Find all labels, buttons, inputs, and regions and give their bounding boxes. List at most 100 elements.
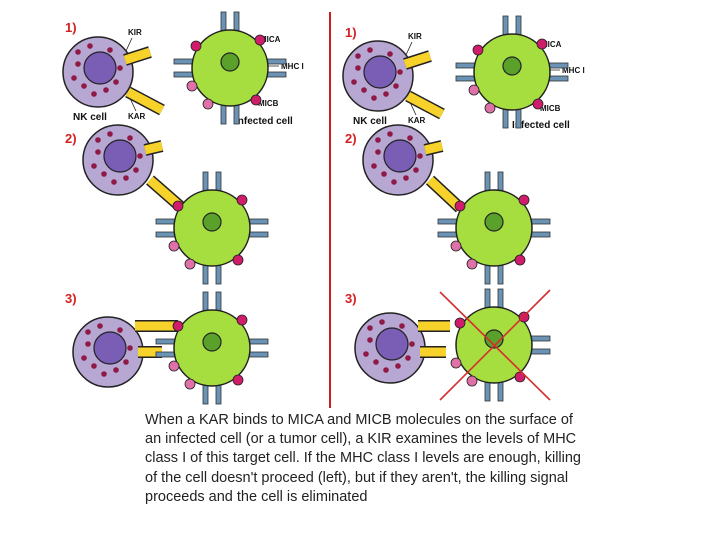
mic-molecule: [236, 194, 248, 206]
granule: [371, 163, 377, 169]
granule: [387, 51, 393, 57]
granule: [95, 137, 101, 143]
infected-cell-nucleus: [220, 52, 240, 72]
granule: [355, 53, 361, 59]
granule: [383, 367, 389, 373]
nk-cell-2r: [362, 124, 434, 196]
mic-molecule: [468, 84, 480, 96]
infected-cell-label-right: Infected cell: [512, 120, 570, 131]
nk-cell-1l: [62, 36, 134, 108]
granule: [409, 341, 415, 347]
granule: [101, 171, 107, 177]
granule: [371, 95, 377, 101]
nk-cell-label-left: NK cell: [73, 112, 107, 123]
nk-cell-2l: [82, 124, 154, 196]
mic-molecule: [186, 80, 198, 92]
granule: [75, 49, 81, 55]
granule: [91, 163, 97, 169]
granule: [123, 175, 129, 181]
nk-cell-nucleus: [93, 331, 127, 365]
nk-cell-nucleus: [83, 51, 117, 85]
nk-cell-nucleus: [363, 55, 397, 89]
nk-cell-nucleus: [375, 327, 409, 361]
mic-molecule: [514, 371, 526, 383]
granule: [117, 327, 123, 333]
granule: [117, 65, 123, 71]
granule: [123, 359, 129, 365]
kir-receptor-kar1l: [125, 88, 165, 114]
kir-receptor-kir2r: [423, 141, 444, 155]
granule: [399, 323, 405, 329]
step-1-right: 1): [345, 25, 357, 40]
infected-cell-2r: [437, 171, 551, 285]
infected-cell-label-left: Infected cell: [235, 116, 293, 127]
granule: [85, 329, 91, 335]
infected-cell-nucleus: [202, 332, 222, 352]
granule: [397, 69, 403, 75]
granule: [71, 75, 77, 81]
granule: [367, 325, 373, 331]
granule: [373, 359, 379, 365]
nk-cell-3r: [354, 312, 426, 384]
mic-molecule: [532, 98, 544, 110]
granule: [413, 167, 419, 173]
step-3-right: 3): [345, 291, 357, 306]
infected-cell-2l: [155, 171, 269, 285]
nk-cell-1r: [342, 40, 414, 112]
granule: [101, 371, 107, 377]
kir-label-left: KIR: [128, 28, 142, 37]
mic-molecule: [454, 200, 466, 212]
mic-molecule: [454, 317, 466, 329]
granule: [113, 79, 119, 85]
mic-molecule: [450, 357, 462, 369]
granule: [355, 65, 361, 71]
mic-molecule: [250, 94, 262, 106]
kir-receptor-kar1r: [405, 92, 445, 118]
step-2-left: 2): [65, 131, 77, 146]
kir-receptor-kir1l: [123, 47, 152, 65]
granule: [133, 167, 139, 173]
step-1-left: 1): [65, 20, 77, 35]
granule: [367, 337, 373, 343]
mic-molecule: [172, 200, 184, 212]
mica-label-right: MICA: [541, 40, 562, 49]
granule: [381, 171, 387, 177]
mic-molecule: [236, 314, 248, 326]
infected-cell-3l: [155, 291, 269, 405]
granule: [391, 179, 397, 185]
kir-label-right: KIR: [408, 32, 422, 41]
granule: [417, 153, 423, 159]
mic-molecule: [184, 258, 196, 270]
granule: [85, 341, 91, 347]
cells-layer: [62, 11, 569, 405]
granule: [75, 61, 81, 67]
step-3-left: 3): [65, 291, 77, 306]
granule: [91, 91, 97, 97]
mic-molecule: [232, 254, 244, 266]
granule: [95, 149, 101, 155]
granule: [137, 153, 143, 159]
kar-label-right: KAR: [408, 116, 426, 125]
mic-molecule: [450, 240, 462, 252]
mic-molecule: [466, 375, 478, 387]
granule: [107, 131, 113, 137]
granule: [91, 363, 97, 369]
granule: [87, 43, 93, 49]
granule: [113, 367, 119, 373]
mic-molecule: [184, 378, 196, 390]
mic-molecule: [514, 254, 526, 266]
mic-molecule: [190, 40, 202, 52]
granule: [383, 91, 389, 97]
infected-cell-nucleus: [484, 212, 504, 232]
step-2-right: 2): [345, 131, 357, 146]
granule: [97, 323, 103, 329]
granule: [127, 135, 133, 141]
kir-receptor-kar2r: [426, 176, 464, 212]
granule: [127, 345, 133, 351]
granule: [107, 47, 113, 53]
infected-cell-nucleus: [202, 212, 222, 232]
mic-molecule: [472, 44, 484, 56]
infected-cell-1r: [455, 15, 569, 129]
nk-cell-label-right: NK cell: [353, 116, 387, 127]
